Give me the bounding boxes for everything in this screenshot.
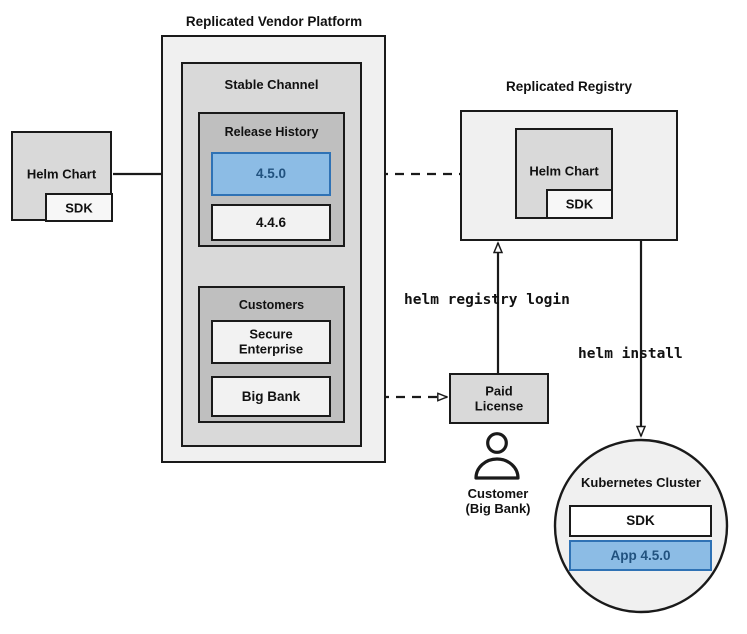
cluster-component-label: SDK [626,513,655,529]
customers-label: Customers [238,298,305,312]
registry-title: Replicated Registry [505,79,633,94]
cluster-component-sdk[interactable]: SDK [569,505,712,537]
source-sdk-box[interactable]: SDK [45,193,113,222]
registry-helm-chart-label: Helm Chart [529,163,599,179]
source-helm-chart-label: Helm Chart [26,166,97,182]
customer-label: Customer (Big Bank) [465,486,531,517]
release-item-4-5-0[interactable]: 4.5.0 [211,152,331,196]
customer-item-label: Big Bank [241,388,301,404]
paid-license-label: Paid License [474,383,524,414]
customer-item-secure-enterprise[interactable]: Secure Enterprise [211,320,331,364]
customer-item-label: Secure Enterprise [238,326,304,357]
release-item-4-4-6[interactable]: 4.4.6 [211,204,331,241]
registry-sdk-label: SDK [565,196,594,212]
person-icon [474,432,520,480]
cluster-component-label: App 4.5.0 [610,547,671,563]
helm-install-command: helm install [578,346,683,362]
paid-license-box[interactable]: Paid License [449,373,549,424]
stable-channel-label: Stable Channel [224,77,319,92]
release-history-label: Release History [224,125,319,139]
release-version-label: 4.5.0 [255,166,287,182]
kubernetes-cluster-label: Kubernetes Cluster [581,475,701,490]
release-version-label: 4.4.6 [255,214,287,230]
source-sdk-label: SDK [65,199,93,215]
cluster-component-app[interactable]: App 4.5.0 [569,540,712,571]
vendor-platform-title: Replicated Vendor Platform [185,14,363,29]
helm-registry-login-command: helm registry login [404,292,570,308]
registry-sdk-box[interactable]: SDK [546,189,613,219]
source-helm-chart-box[interactable]: Helm Chart [11,131,112,221]
customer-item-big-bank[interactable]: Big Bank [211,376,331,417]
